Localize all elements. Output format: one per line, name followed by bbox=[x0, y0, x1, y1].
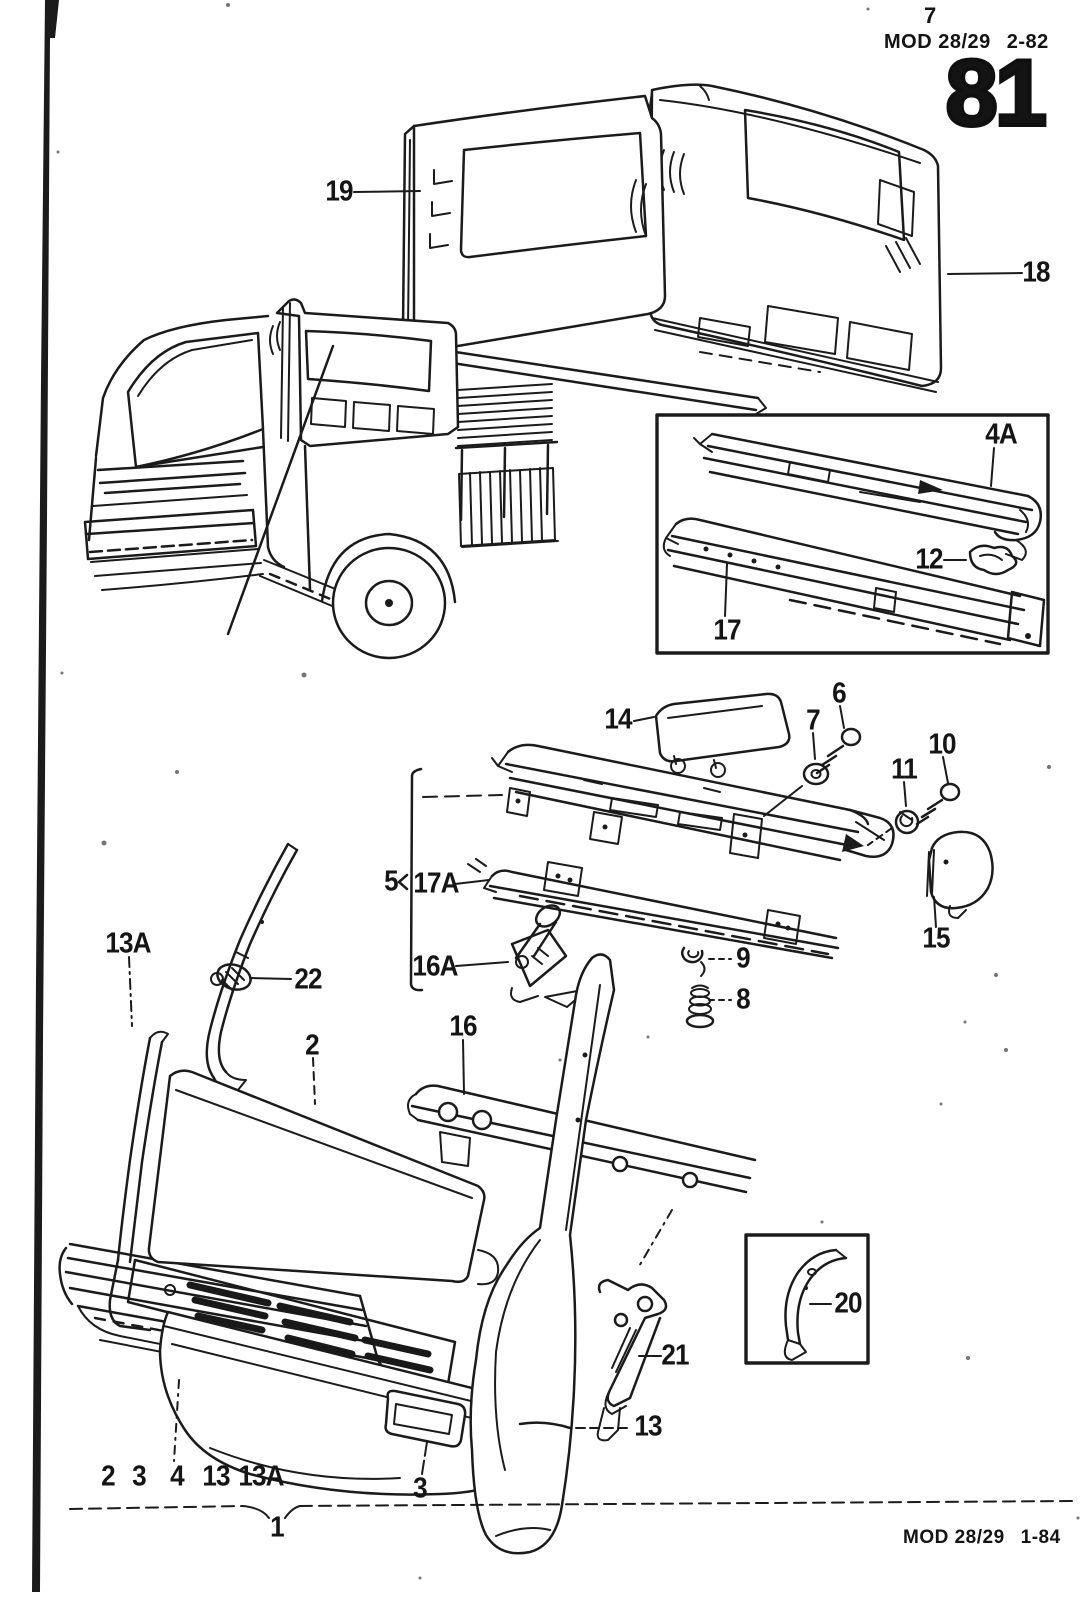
part-17-sill-drawing bbox=[662, 517, 1046, 648]
bottom-row-callout-13: 13 bbox=[202, 1460, 230, 1493]
callout-17A: 17A bbox=[413, 867, 459, 900]
part-9-nut-drawing bbox=[681, 946, 706, 977]
part-5-crossmember-drawing bbox=[491, 743, 895, 862]
section-number: 81 bbox=[943, 40, 1049, 145]
inset-box-20 bbox=[744, 1233, 870, 1365]
callout-5: 5 bbox=[384, 865, 399, 898]
callout-4A: 4A bbox=[985, 418, 1017, 451]
leader-lines bbox=[69, 190, 1077, 1519]
callout-9: 9 bbox=[736, 942, 751, 975]
callout-14: 14 bbox=[604, 703, 632, 736]
lower-valance-drawing bbox=[158, 1310, 522, 1496]
truck-overview-drawing bbox=[83, 298, 559, 660]
part-10-screw-drawing bbox=[915, 782, 961, 826]
footer-model-code: MOD 28/29 bbox=[903, 1527, 1005, 1548]
callout-12: 12 bbox=[915, 543, 943, 576]
callout-15: 15 bbox=[922, 922, 950, 955]
part-11-clip-nut-drawing bbox=[894, 809, 920, 835]
part-8-screw-drawing bbox=[685, 984, 715, 1029]
callout-11: 11 bbox=[891, 753, 918, 786]
callout-18: 18 bbox=[1022, 256, 1050, 289]
part-18-cab-rear-panel-drawing bbox=[647, 83, 943, 393]
part-15-cover-cap-drawing bbox=[926, 830, 994, 919]
part-21-bracket-drawing bbox=[596, 1209, 673, 1442]
inset-box-sills bbox=[655, 413, 1050, 655]
callout-6: 6 bbox=[832, 677, 847, 710]
part-7-washer-drawing bbox=[802, 762, 830, 786]
callout-13A: 13A bbox=[105, 927, 151, 960]
callout-16A: 16A bbox=[412, 950, 458, 983]
part-20-wheelhouse-bracket-drawing bbox=[783, 1248, 848, 1361]
callout-2: 2 bbox=[305, 1029, 320, 1062]
callout-19: 19 bbox=[325, 175, 353, 208]
callout-21: 21 bbox=[661, 1339, 689, 1372]
header-model-code: MOD 28/29 bbox=[884, 31, 991, 53]
callout-1: 1 bbox=[270, 1511, 285, 1544]
latch-plate-drawing bbox=[384, 1389, 467, 1448]
footer-code: MOD 28/29 1-84 bbox=[903, 1527, 1061, 1549]
bottom-row-callout-13A: 13A bbox=[238, 1460, 284, 1493]
bottom-row-callout-3: 3 bbox=[132, 1460, 147, 1493]
callout-17: 17 bbox=[713, 614, 741, 647]
header-issue-code: 2-82 bbox=[1006, 31, 1049, 53]
part-2-front-panel-drawing bbox=[147, 1069, 500, 1286]
part-22-grommet-drawing bbox=[210, 963, 252, 991]
part-17A-lower-rail-drawing bbox=[467, 858, 840, 960]
bottom-row-callout-2: 2 bbox=[101, 1460, 116, 1493]
callout-20: 20 bbox=[834, 1287, 862, 1320]
header-code: MOD 28/29 2-82 bbox=[884, 31, 1049, 54]
page-number-top: 7 bbox=[924, 3, 937, 28]
part-14-cover-plate-drawing bbox=[654, 692, 791, 778]
callout-10: 10 bbox=[928, 728, 956, 761]
part-12-clip-drawing bbox=[968, 544, 1018, 576]
scan-edge-bar-icon bbox=[32, 0, 59, 1592]
callout-16: 16 bbox=[449, 1010, 477, 1043]
footer-issue-code: 1-84 bbox=[1020, 1527, 1061, 1548]
part-4A-sill-rail-drawing bbox=[693, 432, 1042, 561]
bottom-row-callout-4: 4 bbox=[170, 1460, 185, 1493]
callout-8: 8 bbox=[736, 983, 751, 1016]
callout-3: 3 bbox=[413, 1472, 428, 1505]
part-13-pillar-fender-drawing bbox=[469, 953, 616, 1555]
scan-speckles-icon bbox=[56, 3, 1080, 1580]
callout-7: 7 bbox=[806, 704, 821, 737]
callout-13: 13 bbox=[634, 1410, 662, 1443]
callout-22: 22 bbox=[294, 963, 322, 996]
